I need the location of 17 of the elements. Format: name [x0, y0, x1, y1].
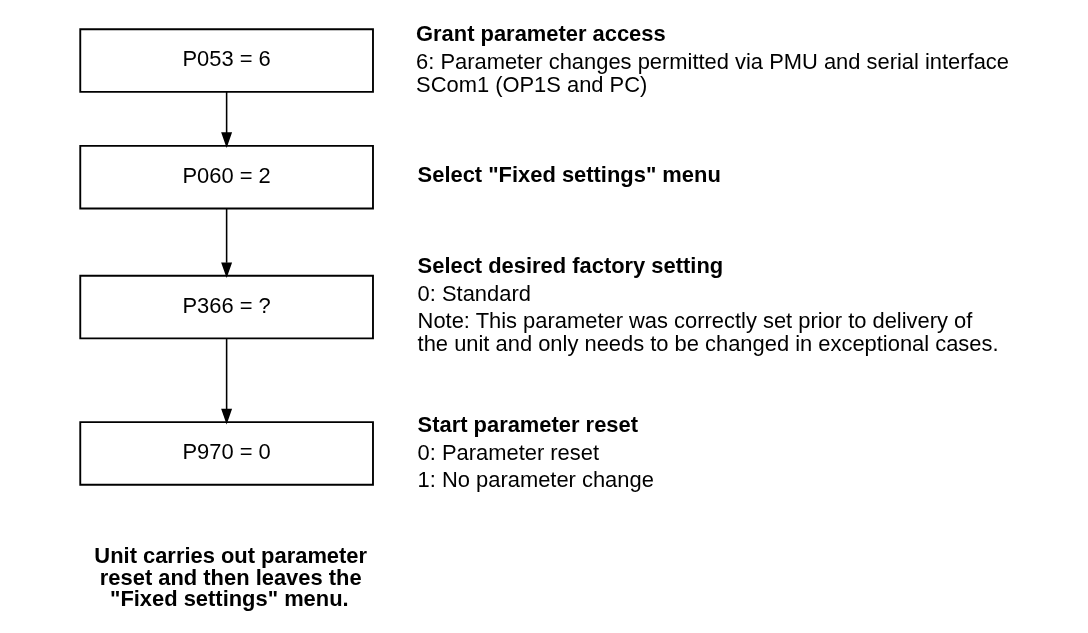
node-label: 0: Standard — [417, 281, 531, 307]
node-box: P060 = 2 — [79, 144, 374, 210]
label: Unit carries out parameter reset and then leaves the "Fixed settings" menu. — [94, 542, 368, 612]
node-label: Note: This parameter was correctly set prior to delivery of the unit and only needs to be changed in exceptional cases. — [417, 307, 999, 357]
node-label: Select desired factory setting — [417, 252, 724, 278]
arrow — [221, 338, 233, 425]
node-label: Grant parameter access — [416, 20, 666, 46]
node-box: P970 = 0 — [79, 421, 374, 486]
arrow — [221, 91, 233, 148]
node-label: Select "Fixed settings" menu — [417, 162, 721, 188]
node-label: 0: Parameter reset — [417, 440, 600, 466]
node-label: 6: Parameter changes permitted via PMU and serial interface SCom1 (OP1S and PC) — [416, 48, 1009, 98]
node-label: 1: No parameter change — [417, 466, 654, 492]
node-box: P366 = ? — [79, 274, 374, 340]
node-label: Start parameter reset — [417, 411, 638, 437]
arrow — [221, 208, 233, 279]
node-box: P053 = 6 — [79, 28, 374, 93]
